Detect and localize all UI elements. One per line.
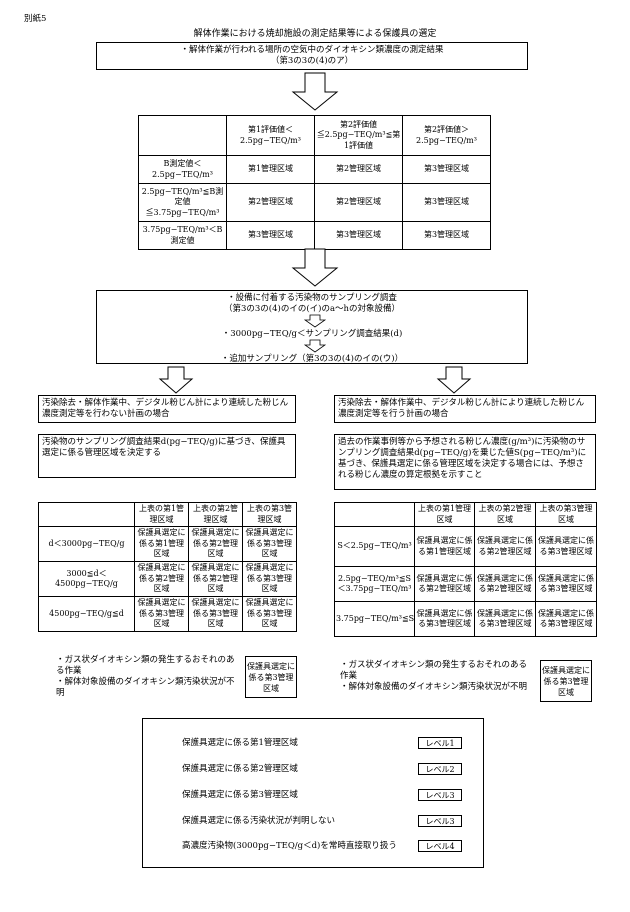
down-arrow-icon: [291, 72, 339, 111]
right-cell: 保護具選定に係る第3管理区域: [414, 601, 475, 637]
right-note-2: ・解体対象設備のダイオキシン類汚染状況が不明: [340, 682, 528, 692]
eval-cell: 第3管理区域: [314, 221, 403, 250]
eval-cell: 第1管理区域: [226, 155, 315, 184]
left-cell: 保護具選定に係る第3管理区域: [188, 596, 243, 632]
eval-row-label: B測定値＜2.5pg−TEQ/m³: [138, 155, 227, 184]
right-row-label: 3.75pg−TEQ/m³≦S: [334, 601, 415, 637]
left-note-box: 保護具選定に係る第3管理区域: [245, 656, 297, 698]
left-cell: 保護具選定に係る第2管理区域: [188, 526, 243, 562]
sampling-line2: （第3の3の(4)のイの(イ)のa〜hの対象設備）: [223, 304, 401, 314]
sampling-line1: ・設備に付着する汚染物のサンプリング調査: [227, 293, 397, 303]
left-note: ・ガス状ダイオキシン類の発生するおそれのある作業 ・解体対象設備のダイオキシン類…: [56, 655, 242, 699]
left-plan-desc: 汚染物のサンプリング調査結果d(pg−TEQ/g)に基づき、保護具選定に係る管理…: [38, 434, 296, 478]
level-badge: レベル3: [418, 789, 462, 801]
eval-cell: 第3管理区域: [226, 221, 315, 250]
left-row-label: 3000≦d＜4500pg−TEQ/g: [38, 561, 135, 597]
eval-header-3: 第2評価値＞2.5pg−TEQ/m³: [402, 115, 491, 156]
level-row-text: 高濃度汚染物(3000pg−TEQ/g＜d)を常時直接取り扱う: [182, 841, 397, 851]
corner-cell: [138, 115, 227, 156]
left-plan-header: 汚染除去・解体作業中、デジタル粉じん計により連続した粉じん濃度測定等を行わない計…: [38, 395, 296, 423]
eval-row-label: 3.75pg−TEQ/m³＜B測定値: [138, 221, 227, 250]
eval-cell: 第3管理区域: [402, 155, 491, 184]
right-cell: 保護具選定に係る第3管理区域: [535, 526, 597, 567]
right-selection-table: 上表の第1管理区域 上表の第2管理区域 上表の第3管理区域 S＜2.5pg−TE…: [334, 502, 597, 637]
left-note-2: ・解体対象設備のダイオキシン類汚染状況が不明: [56, 677, 235, 698]
right-cell: 保護具選定に係る第2管理区域: [414, 566, 475, 602]
left-cell: 保護具選定に係る第2管理区域: [188, 561, 243, 597]
down-arrow-icon: [291, 248, 339, 287]
corner-cell: [334, 502, 415, 527]
measurement-box: ・解体作業が行われる場所の空気中のダイオキシン類濃度の測定結果 （第3の3の(4…: [96, 42, 528, 70]
doc-label: 別紙5: [24, 14, 47, 24]
right-header-2: 上表の第2管理区域: [474, 502, 536, 527]
right-cell: 保護具選定に係る第1管理区域: [414, 526, 475, 567]
right-note-1: ・ガス状ダイオキシン類の発生するおそれのある作業: [340, 660, 528, 681]
left-row-label: d＜3000pg−TEQ/g: [38, 526, 135, 562]
right-plan-desc: 過去の作業事例等から予想される粉じん濃度(g/m³)に汚染物のサンプリング調査結…: [334, 434, 596, 490]
small-down-arrow-icon: [304, 339, 326, 353]
page-title: 解体作業における焼却施設の測定結果等による保護具の選定: [193, 29, 437, 39]
level-row-text: 保護具選定に係る第3管理区域: [182, 790, 298, 800]
level-badge: レベル3: [418, 815, 462, 827]
eval-cell: 第3管理区域: [402, 221, 491, 250]
down-arrow-icon: [436, 366, 472, 394]
right-cell: 保護具選定に係る第3管理区域: [474, 601, 536, 637]
sampling-line3: ・3000pg−TEQ/g＜サンプリング調査結果(d): [221, 329, 403, 339]
left-header-3: 上表の第3管理区域: [242, 502, 297, 527]
left-header-1: 上表の第1管理区域: [134, 502, 189, 527]
right-cell: 保護具選定に係る第2管理区域: [474, 566, 536, 602]
right-cell: 保護具選定に係る第2管理区域: [474, 526, 536, 567]
level-badge: レベル1: [418, 737, 462, 749]
eval-cell: 第2管理区域: [314, 183, 403, 222]
right-header-1: 上表の第1管理区域: [414, 502, 475, 527]
level-row-text: 保護具選定に係る第2管理区域: [182, 764, 298, 774]
level-badge: レベル2: [418, 763, 462, 775]
eval-header-1: 第1評価値＜2.5pg−TEQ/m³: [226, 115, 315, 156]
left-cell: 保護具選定に係る第1管理区域: [134, 526, 189, 562]
left-cell: 保護具選定に係る第3管理区域: [242, 596, 297, 632]
left-row-label: 4500pg−TEQ/g≦d: [38, 596, 135, 632]
level-row-text: 保護具選定に係る第1管理区域: [182, 738, 298, 748]
right-cell: 保護具選定に係る第3管理区域: [535, 601, 597, 637]
eval-cell: 第2管理区域: [314, 155, 403, 184]
right-row-label: S＜2.5pg−TEQ/m³: [334, 526, 415, 567]
evaluation-table: 第1評価値＜2.5pg−TEQ/m³ 第2評価値≦2.5pg−TEQ/m³≦第1…: [138, 115, 491, 250]
right-row-label: 2.5pg−TEQ/m³≦S＜3.75pg−TEQ/m³: [334, 566, 415, 602]
left-cell: 保護具選定に係る第3管理区域: [242, 561, 297, 597]
eval-cell: 第3管理区域: [402, 183, 491, 222]
measurement-line1: ・解体作業が行われる場所の空気中のダイオキシン類濃度の測定結果: [180, 45, 444, 55]
left-cell: 保護具選定に係る第2管理区域: [134, 561, 189, 597]
right-plan-header: 汚染除去・解体作業中、デジタル粉じん計により連続した粉じん濃度測定等を行う計画の…: [334, 395, 596, 423]
left-header-2: 上表の第2管理区域: [188, 502, 243, 527]
level-box: [142, 718, 484, 868]
small-down-arrow-icon: [304, 314, 326, 328]
corner-cell: [38, 502, 135, 527]
measurement-line2: （第3の3の(4)のア）: [270, 56, 354, 66]
eval-header-2: 第2評価値≦2.5pg−TEQ/m³≦第1評価値: [314, 115, 403, 156]
right-header-3: 上表の第3管理区域: [535, 502, 597, 527]
down-arrow-icon: [158, 366, 194, 394]
eval-row-label: 2.5pg−TEQ/m³≦B測定値≦3.75pg−TEQ/m³: [138, 183, 227, 222]
right-note: ・ガス状ダイオキシン類の発生するおそれのある作業 ・解体対象設備のダイオキシン類…: [340, 660, 530, 693]
right-note-box: 保護具選定に係る第3管理区域: [540, 660, 592, 702]
left-selection-table: 上表の第1管理区域 上表の第2管理区域 上表の第3管理区域 d＜3000pg−T…: [38, 502, 297, 632]
right-cell: 保護具選定に係る第3管理区域: [535, 566, 597, 602]
sampling-box: ・設備に付着する汚染物のサンプリング調査 （第3の3の(4)のイの(イ)のa〜h…: [96, 290, 528, 364]
left-cell: 保護具選定に係る第3管理区域: [242, 526, 297, 562]
left-cell: 保護具選定に係る第3管理区域: [134, 596, 189, 632]
level-row-text: 保護具選定に係る汚染状況が判明しない: [182, 816, 336, 826]
sampling-line4: ・追加サンプリング（第3の3の(4)のイの(ウ)）: [220, 354, 404, 364]
level-badge: レベル4: [418, 840, 462, 852]
left-note-1: ・ガス状ダイオキシン類の発生するおそれのある作業: [56, 655, 235, 676]
eval-cell: 第2管理区域: [226, 183, 315, 222]
